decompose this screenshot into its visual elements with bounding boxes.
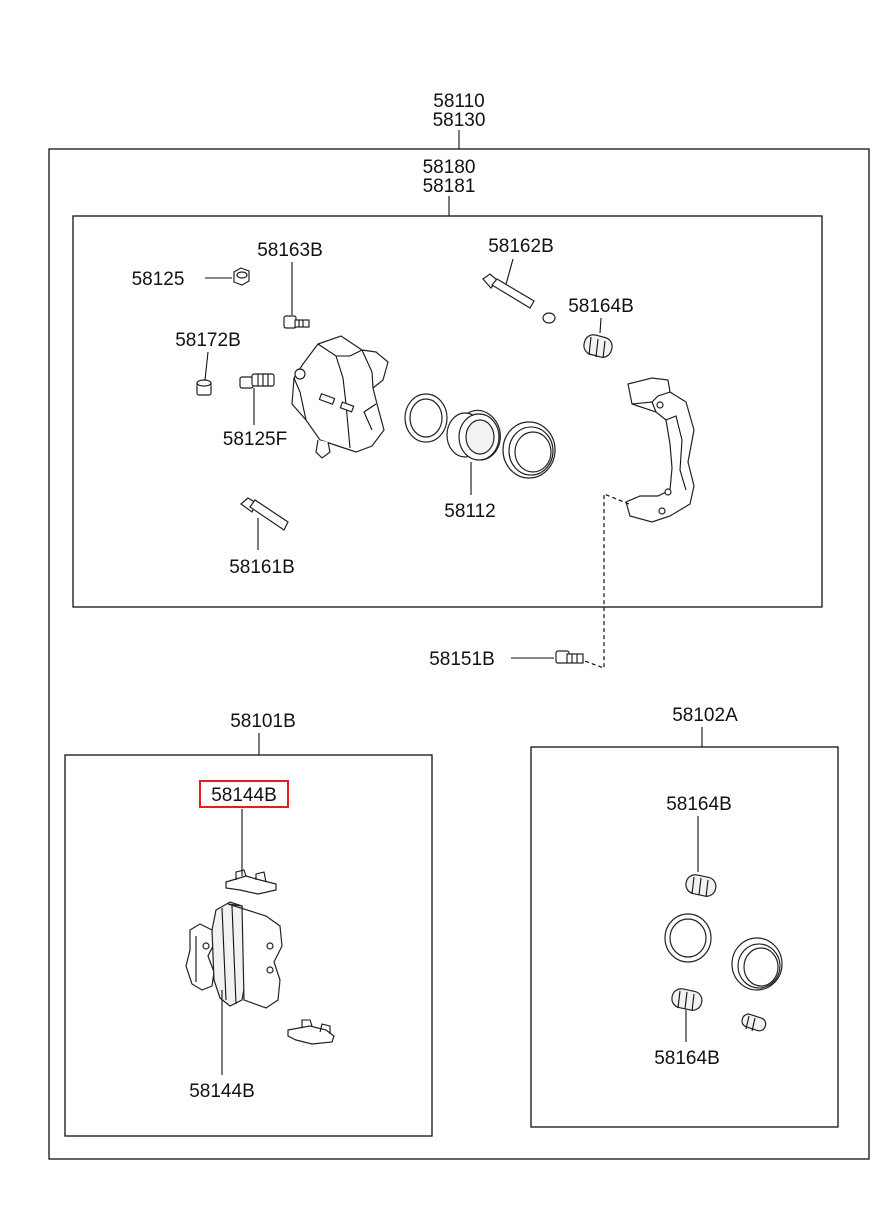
leader-58162B (504, 258, 514, 289)
guide-pin-lower-icon (240, 497, 289, 531)
plug-icon (196, 379, 212, 396)
caliper-assembly-frame (72, 215, 823, 608)
guide-bolt-small-icon (283, 315, 310, 329)
pad-kit-frame (64, 754, 433, 1137)
brake-pad-front-icon (211, 901, 283, 1009)
label-58125F[interactable]: 58125F (223, 429, 287, 450)
small-boot-kit-icon (741, 1013, 767, 1032)
label-58161B[interactable]: 58161B (229, 557, 295, 578)
dust-boot-kit-upper-icon (685, 874, 717, 898)
leader-58172B (204, 351, 209, 381)
label-58180[interactable]: 58180 (423, 157, 476, 178)
piston-boot-icon (502, 421, 556, 479)
dust-boot-icon (583, 334, 613, 359)
highlight-box-58144B (199, 780, 289, 808)
label-58164B-kit-lower[interactable]: 58164B (654, 1048, 720, 1069)
label-58101B[interactable]: 58101B (230, 711, 296, 732)
bleeder-cap-icon (233, 267, 250, 286)
label-58144B-lower[interactable]: 58144B (189, 1081, 255, 1102)
seal-kit-frame (530, 746, 839, 1128)
leader-58164B-top (599, 317, 602, 334)
bracket-bolt-icon (555, 650, 584, 664)
piston-seal-kit-icon (664, 913, 712, 963)
leader-58151B-dashed (581, 493, 630, 669)
label-58110[interactable]: 58110 (433, 91, 484, 112)
label-58125[interactable]: 58125 (132, 269, 185, 290)
bleeder-screw-icon (239, 373, 275, 389)
label-58172B[interactable]: 58172B (175, 330, 241, 351)
label-58102A[interactable]: 58102A (672, 705, 738, 726)
guide-pin-icon (482, 273, 556, 324)
dust-boot-kit-lower-icon (671, 988, 703, 1012)
label-58144B-highlighted[interactable]: 58144B (211, 785, 277, 806)
label-58164B-top[interactable]: 58164B (568, 296, 634, 317)
label-58112[interactable]: 58112 (444, 501, 495, 522)
anti-rattle-clip-lower-icon (287, 1019, 335, 1045)
label-58151B[interactable]: 58151B (429, 649, 495, 670)
caliper-housing-icon (291, 335, 389, 459)
anti-rattle-clip-upper-icon (225, 869, 277, 895)
label-58162B[interactable]: 58162B (488, 236, 554, 257)
label-58164B-kit-upper[interactable]: 58164B (666, 794, 732, 815)
label-58181[interactable]: 58181 (423, 176, 476, 197)
piston-seal-icon (404, 393, 448, 443)
label-58130[interactable]: 58130 (433, 110, 486, 131)
brake-pad-rear-icon (185, 923, 215, 991)
caliper-bracket-icon (625, 377, 695, 523)
label-58163B[interactable]: 58163B (257, 240, 323, 261)
piston-boot-kit-icon (731, 937, 783, 991)
piston-icon (446, 409, 501, 461)
